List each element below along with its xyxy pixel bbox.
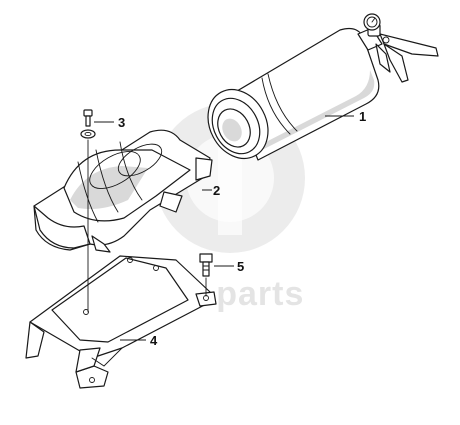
callout-2: 2 (202, 183, 220, 198)
callout-5: 5 (214, 259, 244, 274)
callout-label: 5 (237, 259, 244, 274)
callout-4: 4 (120, 333, 158, 348)
assembly-guide-lines (87, 139, 207, 313)
callout-label: 1 (359, 109, 366, 124)
callout-label: 2 (213, 183, 220, 198)
callout-1: 1 (325, 109, 366, 124)
callout-label: 3 (118, 115, 125, 130)
mounting-bracket (25, 255, 217, 389)
extinguisher-holder (33, 129, 213, 253)
washer (80, 129, 96, 139)
fire-extinguisher (207, 13, 439, 161)
bolt-small (83, 109, 93, 127)
callout-3: 3 (94, 115, 125, 130)
bolt-large (199, 253, 213, 277)
callout-label: 4 (150, 333, 158, 348)
